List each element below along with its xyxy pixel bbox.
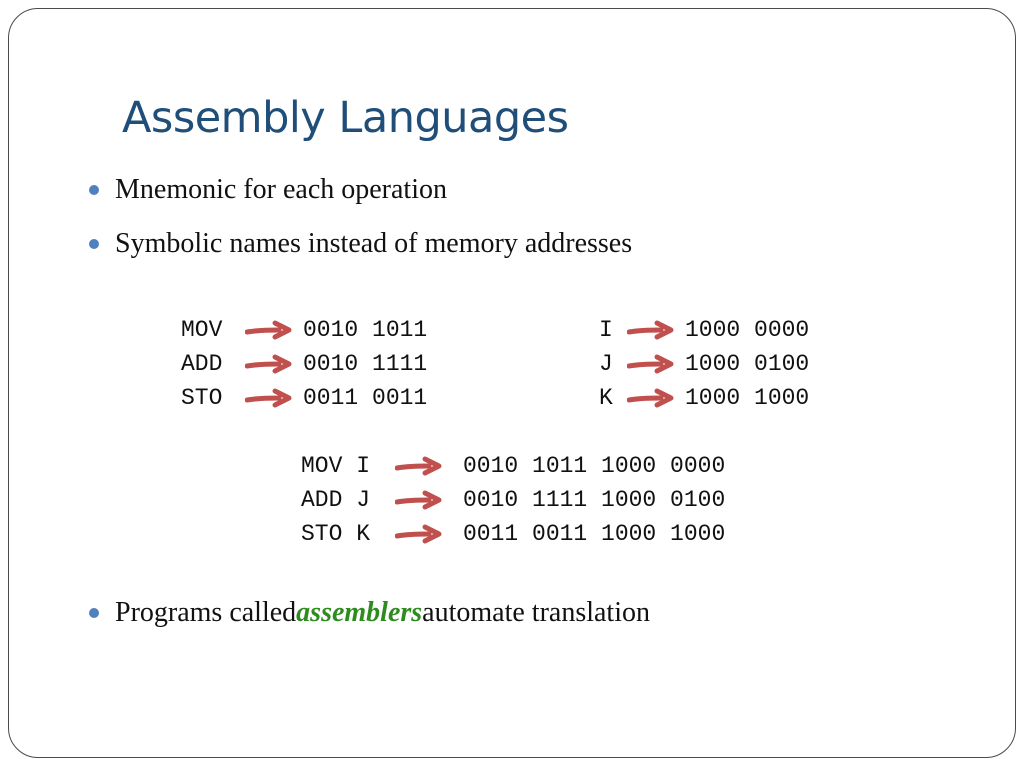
instruction-row: MOV I 0010 1011 1000 0000 bbox=[301, 449, 725, 483]
opcode-mnemonic: MOV bbox=[181, 317, 223, 343]
opcode-row: MOV 0010 1011 bbox=[181, 313, 427, 347]
instruction-row: ADD J 0010 1111 1000 0100 bbox=[301, 483, 725, 517]
symbol-name: J bbox=[599, 351, 613, 377]
symbol-row: I 1000 0000 bbox=[599, 313, 809, 347]
bullet-dot-icon bbox=[89, 185, 99, 195]
bullet-text-suffix: automate translation bbox=[422, 597, 650, 628]
opcode-binary: 0011 0011 bbox=[303, 385, 428, 411]
symbol-table: I 1000 0000 J 1000 0100 K 1000 1000 bbox=[599, 313, 809, 415]
bullet-dot-icon bbox=[89, 608, 99, 618]
opcode-mnemonic: STO bbox=[181, 385, 223, 411]
right-arrow-icon bbox=[627, 387, 675, 409]
instruction-binary: 0011 0011 1000 1000 bbox=[463, 521, 726, 547]
symbol-row: J 1000 0100 bbox=[599, 347, 809, 381]
right-arrow-icon bbox=[627, 353, 675, 375]
bullet-text: Mnemonic for each operation bbox=[115, 174, 447, 205]
symbol-name: K bbox=[599, 385, 613, 411]
instruction-table: MOV I 0010 1011 1000 0000 ADD J 0010 111… bbox=[301, 449, 725, 551]
instruction-binary: 0010 1011 1000 0000 bbox=[463, 453, 726, 479]
symbol-binary: 1000 0000 bbox=[685, 317, 810, 343]
symbol-binary: 1000 0100 bbox=[685, 351, 810, 377]
instruction-binary: 0010 1111 1000 0100 bbox=[463, 487, 726, 513]
instruction-assembly: STO K bbox=[301, 521, 371, 547]
bullet-text: Symbolic names instead of memory address… bbox=[115, 228, 633, 259]
slide-title: Assembly Languages bbox=[122, 93, 569, 143]
opcode-row: STO 0011 0011 bbox=[181, 381, 427, 415]
bullet-text-prefix: Programs called bbox=[115, 597, 297, 628]
opcode-row: ADD 0010 1111 bbox=[181, 347, 427, 381]
right-arrow-icon bbox=[395, 489, 443, 511]
right-arrow-icon bbox=[395, 455, 443, 477]
opcode-binary: 0010 1011 bbox=[303, 317, 428, 343]
right-arrow-icon bbox=[245, 387, 293, 409]
bullet-item: Programs called assemblers automate tran… bbox=[89, 597, 650, 629]
bullet-dot-icon bbox=[89, 239, 99, 249]
slide: Assembly Languages Mnemonic for each ope… bbox=[8, 8, 1016, 758]
instruction-assembly: ADD J bbox=[301, 487, 371, 513]
bullet-item: Symbolic names instead of memory address… bbox=[89, 228, 632, 260]
right-arrow-icon bbox=[245, 353, 293, 375]
instruction-assembly: MOV I bbox=[301, 453, 371, 479]
opcode-binary: 0010 1111 bbox=[303, 351, 428, 377]
right-arrow-icon bbox=[245, 319, 293, 341]
bullet-item: Mnemonic for each operation bbox=[89, 174, 447, 206]
symbol-name: I bbox=[599, 317, 613, 343]
emphasis-text: assemblers bbox=[296, 597, 423, 628]
right-arrow-icon bbox=[395, 523, 443, 545]
symbol-binary: 1000 1000 bbox=[685, 385, 810, 411]
opcode-table: MOV 0010 1011 ADD 0010 1111 STO 0011 001… bbox=[181, 313, 427, 415]
symbol-row: K 1000 1000 bbox=[599, 381, 809, 415]
right-arrow-icon bbox=[627, 319, 675, 341]
opcode-mnemonic: ADD bbox=[181, 351, 223, 377]
instruction-row: STO K 0011 0011 1000 1000 bbox=[301, 517, 725, 551]
